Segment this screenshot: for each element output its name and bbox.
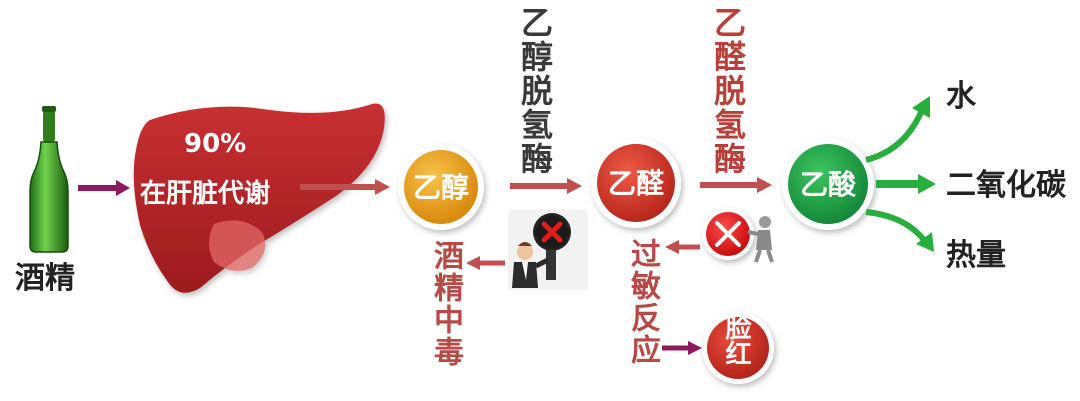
acetaldehyde-label: 乙醛 [608,167,665,200]
face-red-label-wrapper: 脸红 [721,314,751,366]
acetic-acid-node [782,138,874,230]
arrow-liver-to-ethanol [300,179,390,195]
arrow-to-allergic-reaction [665,240,700,254]
enzyme-adh-label: 乙醇脱氢酶 [516,6,554,176]
alcohol-label: 酒精 [15,261,75,296]
product-heat: 热量 [946,238,1006,273]
x-sign-icon [702,208,754,260]
liver-icon [133,103,385,293]
person-pushing-icon [747,216,774,263]
ethanol-node [398,144,484,230]
arrow-to-water [865,96,930,163]
arrow-acetaldehyde-to-acetic [700,177,772,193]
person-with-x-sign-icon [508,210,588,290]
product-water: 水 [946,79,977,114]
acetic-acid-label: 乙酸 [800,168,857,201]
enzyme-aldh-label: 乙醛脱氢酶 [709,6,747,176]
arrow-ethanol-to-acetaldehyde [510,178,582,194]
face-red-label: 脸红 [721,314,751,366]
ethanol-label: 乙醇 [413,171,469,204]
arrow-bottle-to-liver [78,180,130,196]
acetaldehyde-node [591,138,681,228]
liver-metabolism-text: 在肝脏代谢 [140,178,270,209]
arrow-to-carbon-dioxide [876,174,936,194]
enzyme-aldh-wrapper: 乙醛脱氢酶 [709,6,747,176]
arrow-to-face-red [662,341,702,355]
outcome-poisoning-wrapper: 酒精中毒 [428,240,463,368]
outcome-alcohol-poisoning: 酒精中毒 [428,240,463,368]
beer-bottle-icon [29,106,69,253]
arrow-to-heat [865,209,934,252]
liver-percent: 90% [184,129,246,159]
product-carbon-dioxide: 二氧化碳 [946,168,1067,203]
outcome-allergy-wrapper: 过敏反应 [625,238,660,366]
face-red-node [702,312,774,384]
enzyme-adh-wrapper: 乙醇脱氢酶 [516,6,554,176]
outcome-allergic-reaction: 过敏反应 [625,238,660,366]
arrow-to-alcohol-poisoning [466,256,505,270]
